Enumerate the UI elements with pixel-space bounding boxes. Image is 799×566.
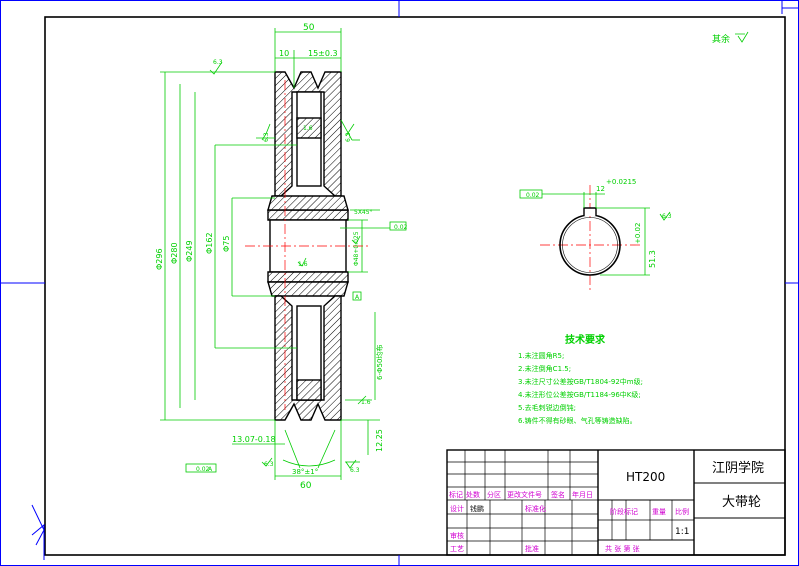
rough-63-top: 6.3 [213, 59, 223, 66]
tb-row-label: 标记 [449, 490, 463, 499]
key-depth-dim: 51.3 [648, 250, 657, 268]
title-block-texts: HT200 江阴学院 大带轮 标记 处数 分区 更改文件号 签名 年月日 设计 … [449, 460, 764, 553]
sheet-count: 共 张 第 张 [605, 544, 640, 553]
lower-rim [274, 295, 342, 421]
dim-chamfer: 5X45° [354, 209, 373, 216]
dim-10: 10 [279, 49, 289, 58]
keyway-section-view: 12 +0.0215 51.3 +0.02 0.02 6.3 [526, 178, 672, 276]
rough-63-right: 6.3 [345, 132, 352, 142]
scale-label: 比例 [675, 507, 689, 516]
tol-runout-hub: 0.02 [394, 224, 408, 231]
tech-req-item: 6.铸件不得有砂眼、气孔等铸造缺陷。 [518, 416, 637, 425]
datum-ref-lower: A [208, 466, 213, 473]
key-depth-tol: +0.02 [634, 223, 642, 244]
stage-label: 阶段标记 [610, 507, 638, 516]
hub-upper [267, 209, 349, 221]
rough-16-upper: 1.6 [303, 125, 313, 132]
dim-15: 15±0.3 [308, 49, 338, 58]
designer-name: 钱鹏 [470, 504, 484, 513]
dim-width-60: 60 [300, 481, 312, 491]
tb-row-label: 处数 [466, 490, 480, 499]
tol-runout-lower: 0.02 [196, 466, 210, 473]
tech-req-item: 1.未注圆角R5; [518, 351, 564, 360]
rough-63-bottom-left: 6.3 [264, 461, 274, 468]
tech-req-item: 3.未注尺寸公差按GB/T1804-92中m级; [518, 377, 643, 386]
dim-dia-75: Φ75 [222, 236, 231, 252]
dim-dia-48: Φ48+0.025 [353, 231, 360, 266]
upper-web [296, 117, 322, 139]
pulley-dim-texts: 50 10 15±0.3 Φ296 Φ280 Φ249 Φ162 Φ75 Φ48… [155, 23, 408, 491]
upper-web-space [296, 91, 322, 187]
rough-16-lower: 1.6 [361, 399, 371, 406]
technical-requirements: 技术要求 1.未注圆角R5; 2.未注倒角C1.5; 3.未注尺寸公差按GB/T… [518, 333, 643, 425]
sym-tol: 0.02 [526, 192, 540, 199]
upper-rim [274, 71, 342, 197]
tolerance-frames [185, 189, 543, 473]
tb-row-label: 更改文件号 [507, 490, 542, 499]
dim-angle: 38°±1° [292, 468, 318, 476]
roughness-note: 其余 [712, 33, 730, 45]
tech-req-item: 4.未注形位公差按GB/T1184-96中K级; [518, 390, 641, 399]
dimension-lines [160, 28, 390, 480]
dim-dia-280: Φ280 [170, 242, 179, 264]
dim-holes: 6-Φ50均布 [375, 345, 384, 380]
tech-req-item: 5.去毛刺锐边倒钝; [518, 403, 576, 412]
key-width-tol: +0.0215 [606, 178, 636, 186]
school-name: 江阴学院 [712, 460, 764, 476]
dim-13: 13.07-0.18 [232, 435, 276, 444]
pulley-section-view [267, 71, 349, 421]
title-block [446, 449, 786, 556]
material: HT200 [626, 470, 665, 484]
roughness-symbols [209, 31, 749, 469]
key-width-dim: 12 [596, 185, 605, 193]
weight-label: 重量 [652, 508, 666, 516]
scale-value: 1:1 [675, 527, 689, 537]
review-label: 审核 [450, 531, 464, 540]
datum-label: A [355, 294, 360, 301]
rough-63-left: 6.3 [263, 132, 270, 142]
rough-63-bottom-right: 6.3 [350, 467, 360, 474]
lower-web [296, 379, 322, 401]
rough-16-bore: 1.6 [298, 261, 308, 268]
tech-req-title: 技术要求 [565, 333, 606, 346]
tb-row-label: 年月日 [572, 490, 593, 499]
dim-dia-296: Φ296 [155, 248, 164, 270]
approve-label: 批准 [525, 544, 539, 553]
tech-req-item: 2.未注倒角C1.5; [518, 364, 571, 373]
standard-label: 标准化 [525, 504, 546, 513]
dim-dia-249: Φ249 [185, 240, 194, 262]
tb-row-label: 签名 [551, 490, 565, 499]
rough-63-section: 6.3 [662, 213, 672, 220]
process-label: 工艺 [450, 545, 464, 553]
tb-row-label: 分区 [487, 490, 501, 499]
designer-label: 设计 [450, 504, 464, 513]
dim-dia-162: Φ162 [205, 232, 214, 254]
part-name: 大带轮 [722, 495, 761, 510]
dim-width-50: 50 [303, 23, 315, 33]
dim-1225: 12.25 [375, 429, 384, 452]
center-lines [245, 80, 640, 410]
